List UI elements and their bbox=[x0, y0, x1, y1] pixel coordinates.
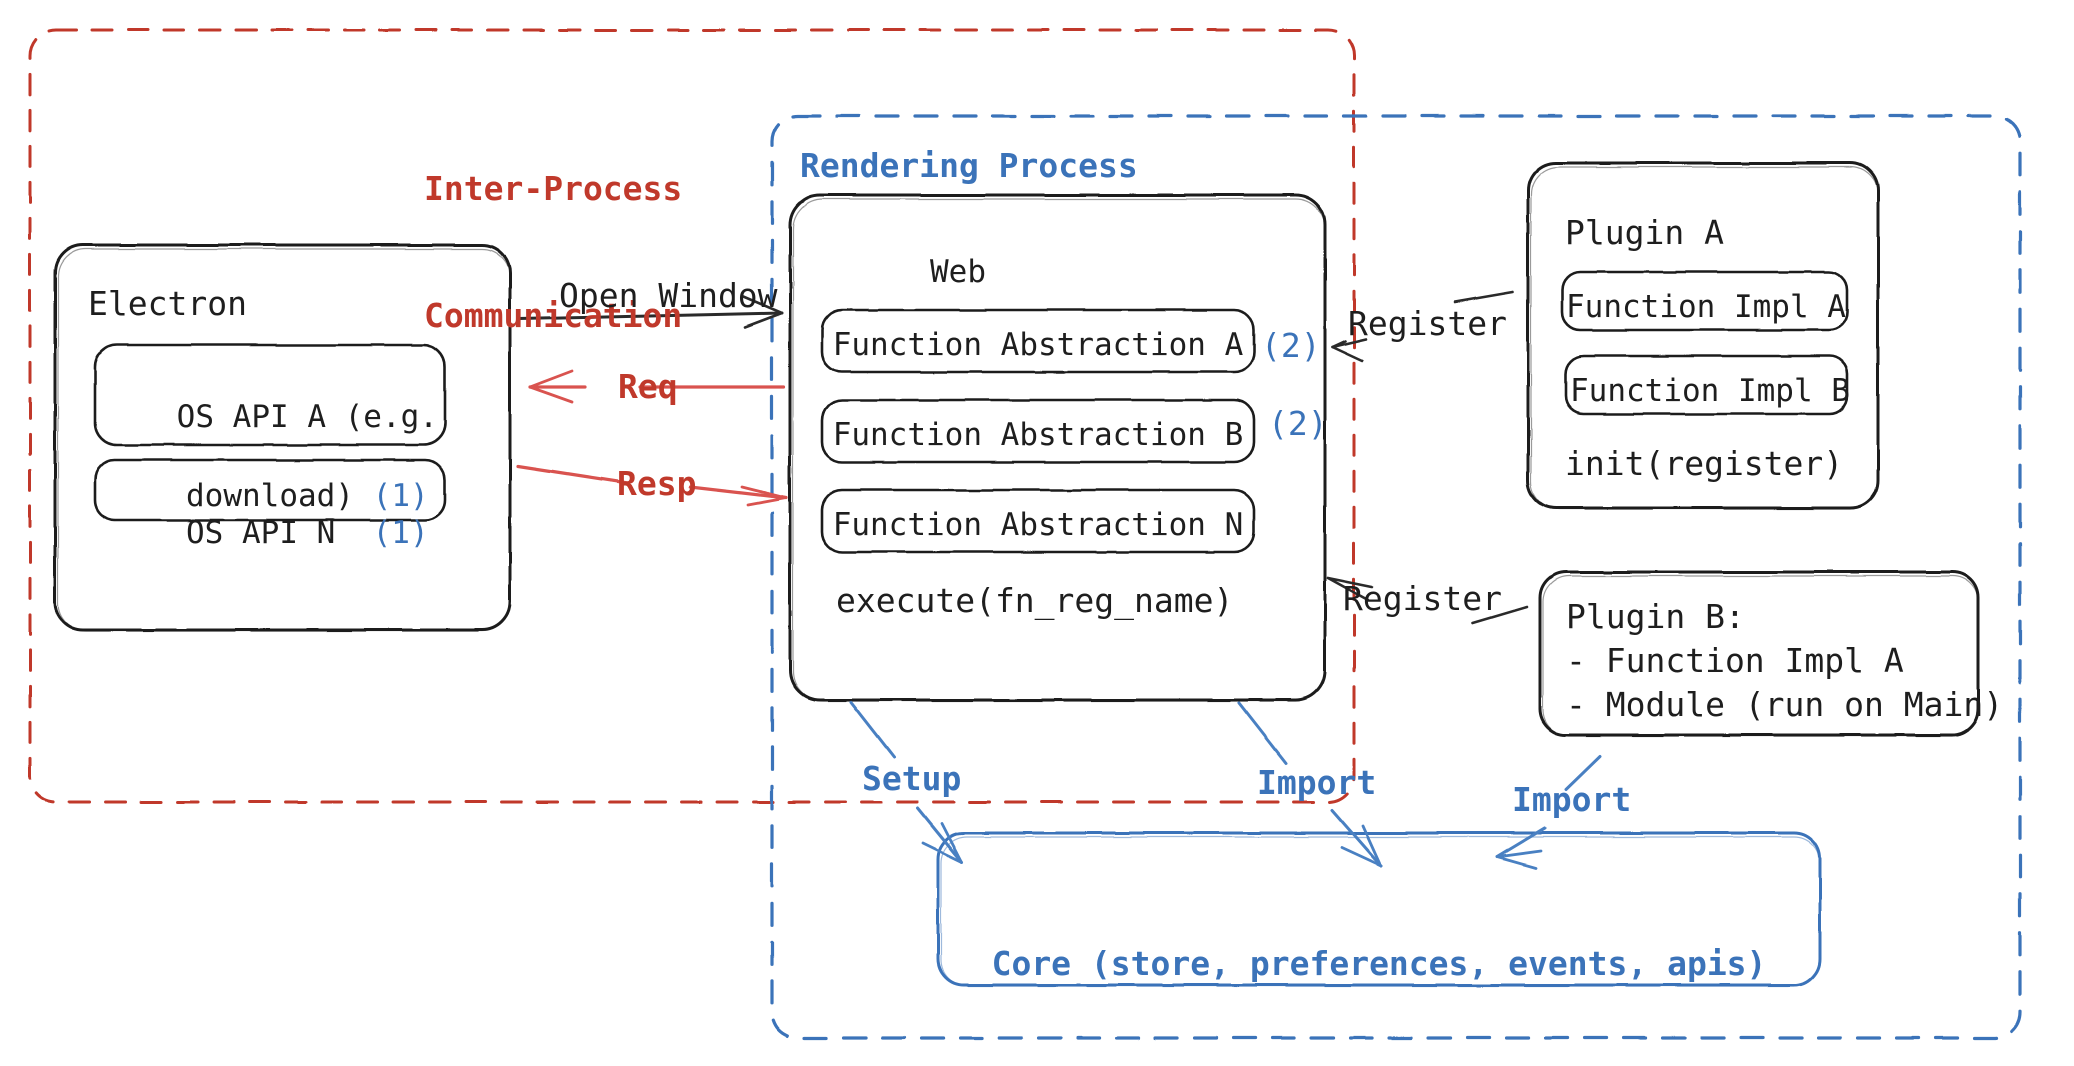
register-plugin-a-label: Register bbox=[1348, 304, 1507, 343]
os-api-a-badge: (1) bbox=[372, 478, 429, 515]
web-execute-label: execute(fn_reg_name) bbox=[836, 581, 1234, 620]
os-api-n-badge: (1) bbox=[372, 514, 429, 551]
plugin-b-item-1: - Module (run on Main) bbox=[1566, 685, 2004, 724]
core-content: Core (store, preferences, events, apis) … bbox=[940, 855, 1818, 1066]
plugin-a-init-label: init(register) bbox=[1565, 444, 1844, 483]
electron-title: Electron bbox=[88, 284, 247, 323]
register-plugin-b-label: Register bbox=[1343, 579, 1502, 618]
resp-edge-label: Resp bbox=[617, 464, 697, 503]
rendering-process-label: Rendering Process bbox=[800, 146, 1138, 185]
open-window-edge-label: Open Window bbox=[559, 276, 778, 315]
web-title: Web bbox=[930, 254, 986, 290]
function-abstraction-a-label: Function Abstraction A bbox=[832, 327, 1244, 363]
os-api-a-line1: OS API A (e.g. bbox=[176, 398, 438, 435]
function-abstraction-a-badge: (2) bbox=[1261, 326, 1321, 365]
req-edge-label: Req bbox=[618, 367, 678, 406]
ipc-label-line2: Communication bbox=[424, 296, 683, 336]
plugin-a-title: Plugin A bbox=[1565, 213, 1724, 252]
function-impl-a-label: Function Impl A bbox=[1566, 289, 1846, 325]
plugin-b-title: Plugin B: bbox=[1566, 597, 1745, 636]
import-plugin-edge-label: Import bbox=[1512, 780, 1632, 819]
function-abstraction-b-label: Function Abstraction B bbox=[832, 417, 1244, 453]
setup-edge-label: Setup bbox=[862, 759, 962, 798]
function-abstraction-n-label: Function Abstraction N bbox=[832, 507, 1244, 543]
import-web-edge-label: Import bbox=[1257, 763, 1377, 802]
os-api-n-line1: OS API N bbox=[186, 514, 336, 551]
os-api-a-label: OS API A (e.g. download) (1) bbox=[100, 358, 440, 556]
os-api-n-label: OS API N (1) bbox=[100, 474, 440, 593]
function-impl-b-label: Function Impl B bbox=[1570, 373, 1850, 409]
function-abstraction-b-badge: (2) bbox=[1268, 404, 1328, 443]
ipc-container-label: Inter-Process Communication bbox=[424, 84, 684, 422]
ipc-label-line1: Inter-Process bbox=[424, 169, 683, 209]
os-api-a-line2: download) bbox=[186, 478, 354, 515]
plugin-b-item-0: - Function Impl A bbox=[1566, 641, 1904, 680]
core-line-1: Core (store, preferences, events, apis) bbox=[991, 944, 1767, 984]
